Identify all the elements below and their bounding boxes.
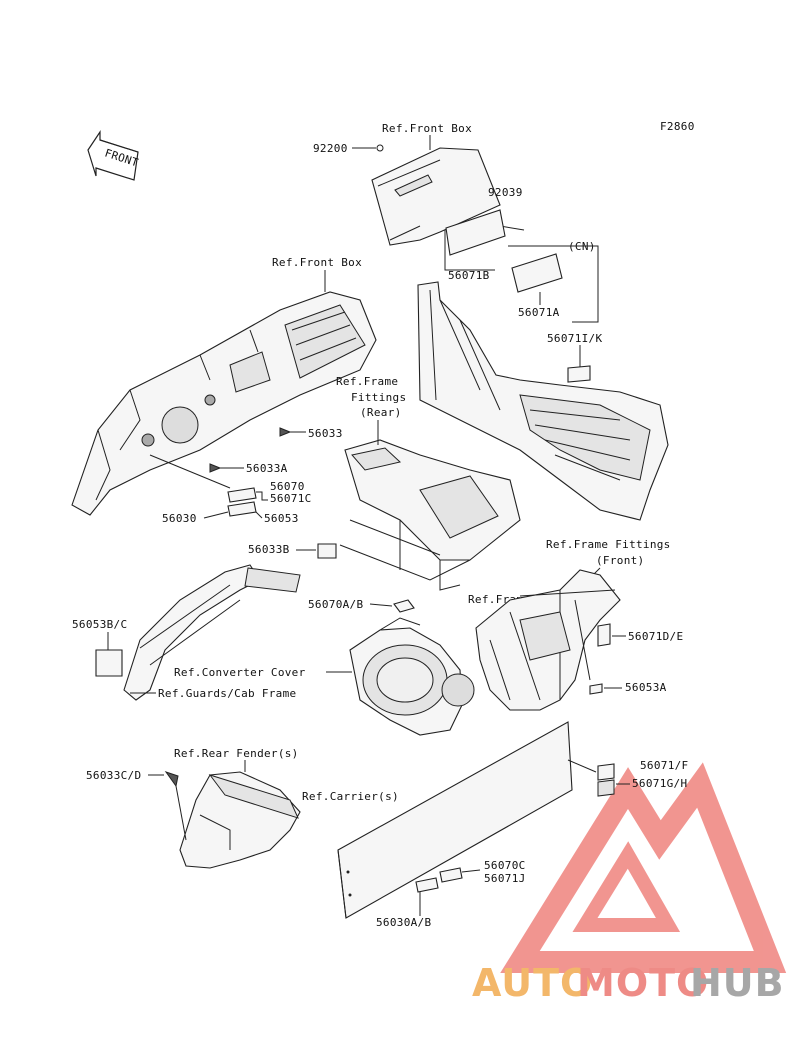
label-56033b: 56033B: [248, 543, 290, 556]
guards-cab-frame-part: [123, 564, 301, 701]
label-56071j: 56071J: [484, 872, 526, 885]
decal-56033b: [317, 543, 337, 559]
label-ref-front-box-top: Ref.Front Box: [382, 122, 472, 135]
decal-56070ab: [393, 599, 415, 613]
decal-56053bc: [95, 649, 123, 677]
label-56071a: 56071A: [518, 306, 560, 319]
label-frame-fittings-rear-3: (Rear): [360, 406, 402, 419]
frame-fittings-rear-part: [339, 439, 521, 591]
decal-56030ab: [415, 877, 439, 893]
rear-fender-part: [179, 771, 301, 869]
label-56071f: 56071/F: [640, 759, 688, 772]
label-56033cd: 56033C/D: [86, 769, 141, 782]
label-ref-carriers: Ref.Carrier(s): [302, 790, 399, 803]
label-frame-fittings-front-1: Ref.Frame Fittings: [546, 538, 671, 551]
label-56071b: 56071B: [448, 269, 490, 282]
label-ref-converter-cover: Ref.Converter Cover: [174, 666, 306, 679]
decal-56071f: [597, 763, 615, 781]
watermark-text-hub: HUB: [690, 961, 785, 1005]
label-56070c: 56070C: [484, 859, 526, 872]
label-frame-fittings-front-2: (Front): [596, 554, 644, 567]
decal-56071ik: [567, 365, 591, 383]
watermark-triangle-inner: [572, 841, 681, 932]
converter-cover-part: [349, 617, 475, 736]
watermark-text-auto: AUTO: [472, 961, 593, 1005]
label-56071gh: 56071G/H: [632, 777, 687, 790]
label-56033a: 56033A: [246, 462, 288, 475]
figure-code: F2860: [660, 120, 695, 133]
label-56071c: 56071C: [270, 492, 312, 505]
label-56070ab: 56070A/B: [308, 598, 363, 611]
clip-92200: [376, 144, 384, 152]
label-ref-front-box-left: Ref.Front Box: [272, 256, 362, 269]
decal-56071de: [597, 623, 611, 647]
label-ref-guards-cab-frame: Ref.Guards/Cab Frame: [158, 687, 296, 700]
decal-56053a: [589, 683, 603, 695]
label-56070: 56070: [270, 480, 305, 493]
front-box-top-part: [371, 147, 501, 246]
decal-56071a: [511, 253, 563, 293]
label-56033: 56033: [308, 427, 343, 440]
label-56053a: 56053A: [625, 681, 667, 694]
label-92200: 92200: [313, 142, 348, 155]
label-56071ik: 56071I/K: [547, 332, 602, 345]
decal-56071b: [445, 209, 506, 256]
label-92039: 92039: [488, 186, 523, 199]
carrier-panel-part: [337, 721, 573, 919]
right-floor-panel-part: [417, 281, 669, 521]
front-direction-arrow: FRONT: [87, 130, 140, 181]
decal-56053: [227, 501, 257, 517]
label-56071de: 56071D/E: [628, 630, 683, 643]
fastener-56033a: [209, 463, 222, 473]
fastener-56033: [279, 427, 292, 437]
watermark-logo: [500, 762, 787, 973]
label-frame-fittings-rear-1: Ref.Frame: [336, 375, 398, 388]
watermark-text-moto: MOTO: [577, 961, 709, 1005]
watermark-wordmark: AUTO MOTO HUB: [472, 961, 785, 1005]
label-56053: 56053: [264, 512, 299, 525]
label-56030: 56030: [162, 512, 197, 525]
decal-56070-56071c: [227, 487, 257, 503]
dash-panel-part: [71, 291, 377, 516]
label-frame-fittings-rear-2: Fittings: [351, 391, 406, 404]
decal-56070c: [439, 867, 463, 883]
fastener-56033cd: [164, 771, 179, 788]
decal-56071gh: [597, 779, 615, 797]
label-ref-rear-fenders: Ref.Rear Fender(s): [174, 747, 299, 760]
label-56053bc: 56053B/C: [72, 618, 127, 631]
label-56030ab: 56030A/B: [376, 916, 431, 929]
watermark-triangle-outer: [500, 762, 787, 973]
frame-front-part: [475, 569, 621, 711]
